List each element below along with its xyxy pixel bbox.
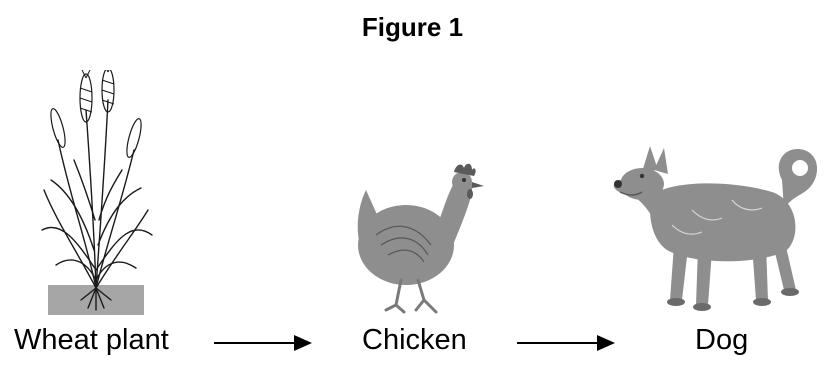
arrow-chicken-to-dog	[517, 335, 615, 351]
label-dog: Dog	[695, 324, 749, 356]
label-chicken: Chicken	[362, 324, 467, 356]
wheat-plant-icon	[41, 70, 153, 315]
figure-title: Figure 1	[361, 12, 464, 42]
arrow-wheat-to-chicken	[214, 335, 312, 351]
dog-icon	[613, 146, 818, 311]
label-wheat-plant: Wheat plant	[14, 324, 169, 356]
chicken-icon	[357, 163, 484, 314]
